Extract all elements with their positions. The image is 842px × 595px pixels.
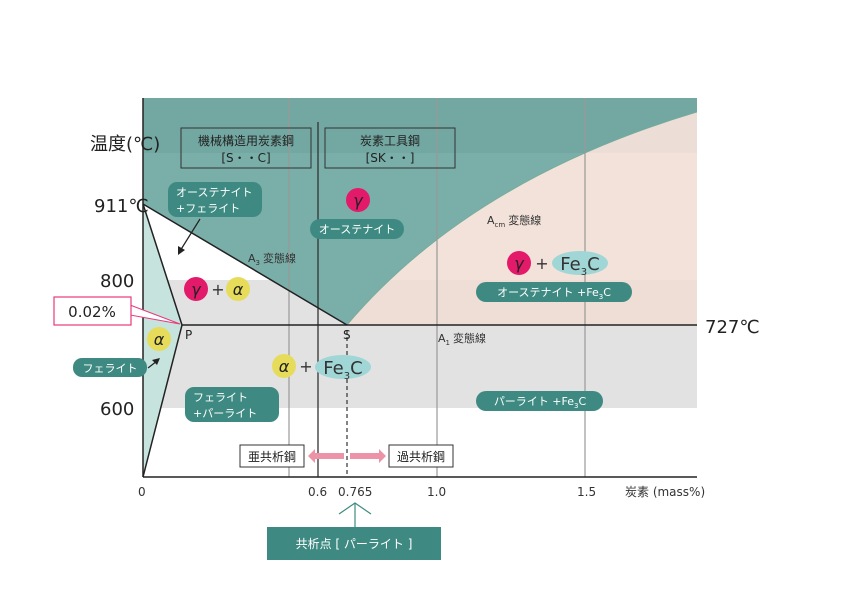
fe3c-symbol: Fe3C	[560, 254, 599, 278]
alpha-badge	[272, 354, 296, 378]
alpha-symbol: α	[154, 330, 165, 349]
callout-text: 0.02%	[68, 303, 116, 321]
austenite-label: オーステナイト	[319, 223, 395, 236]
callout-box	[53, 296, 132, 326]
x-tick-0: 0	[138, 485, 146, 499]
tool-steel-code: [SK・・]	[366, 151, 415, 165]
hypoeutectoid-label: 亜共析鋼	[248, 450, 296, 464]
plus-sign: +	[211, 280, 224, 299]
hypereutectoid-label: 過共析鋼	[397, 450, 445, 464]
gamma-symbol: γ	[191, 280, 202, 299]
temp-727-label: 727℃	[705, 317, 760, 338]
fe3c-symbol: Fe3C	[323, 358, 362, 382]
gamma-symbol: γ	[353, 191, 364, 210]
eutectoid-label: 共析点 [ パーライト ]	[296, 537, 413, 551]
machine-steel-code: [S・・C]	[221, 151, 270, 165]
austenite-ferrite-label: オーステナイト	[176, 186, 252, 199]
gamma-badge	[346, 188, 370, 212]
x-axis-title: 炭素 (mass%)	[625, 485, 705, 499]
alpha-symbol: α	[279, 357, 290, 376]
eutectoid-label-bg	[267, 527, 441, 560]
ferrite-pearlite-label-2: +パーライト	[193, 407, 257, 420]
machine-steel-title: 機械構造用炭素鋼	[198, 133, 294, 148]
alpha-badge	[147, 327, 171, 351]
machine-steel-box	[180, 127, 312, 169]
ferrite-label-bg	[73, 358, 147, 377]
point-s-label: S	[343, 328, 351, 342]
arrow-head-icon	[178, 246, 185, 255]
plus-sign: +	[299, 357, 312, 376]
ferrite-pearlite-label: フェライト	[193, 391, 248, 404]
austenite-ferrite-label-bg	[168, 182, 262, 217]
ferrite-pearlite-label-bg	[185, 387, 279, 422]
pearlite-fe3c-label: パーライト +Fe3C	[494, 395, 587, 410]
acm-line	[346, 111, 698, 326]
y-tick-911: 911℃	[94, 196, 149, 217]
right-arrow-icon	[350, 449, 386, 463]
arrow-line	[179, 218, 201, 252]
hypoeutectoid-box	[239, 444, 305, 468]
plus-sign: +	[535, 254, 548, 273]
y-axis-title: 温度(℃)	[90, 134, 160, 155]
x-tick-1.5: 1.5	[577, 485, 596, 499]
tool-steel-box	[324, 127, 456, 169]
x-tick-1.0: 1.0	[427, 485, 446, 499]
austenite-fe3c-label: オーステナイト +Fe3C	[497, 286, 611, 301]
point-p-label: P	[185, 328, 192, 342]
fe3c-badge	[552, 251, 608, 275]
gamma-badge	[184, 277, 208, 301]
austenite-region	[143, 98, 697, 325]
ferrite-label: フェライト	[83, 362, 138, 375]
x-tick-0.6: 0.6	[308, 485, 327, 499]
fe3c-badge	[315, 355, 371, 379]
alpha-symbol: α	[233, 280, 244, 299]
austenite-fe3c-label-bg	[476, 282, 632, 302]
a3-line	[142, 203, 348, 326]
alpha-badge	[226, 277, 250, 301]
gamma-badge	[507, 251, 531, 275]
x-tick-0.765: 0.765	[338, 485, 372, 499]
arrow-head-icon	[152, 358, 160, 365]
hypereutectoid-box	[388, 444, 454, 468]
austenite-cementite-region	[347, 112, 697, 325]
tool-steel-title: 炭素工具鋼	[360, 134, 420, 148]
austenite-ferrite-label-2: +フェライト	[176, 202, 240, 215]
top-band	[143, 98, 697, 153]
austenite-label-bg	[310, 219, 404, 239]
gamma-symbol: γ	[514, 254, 525, 273]
y-tick-600: 600	[100, 399, 134, 420]
y-tick-800: 800	[100, 271, 134, 292]
left-arrow-icon	[308, 449, 344, 463]
pearlite-fe3c-label-bg	[476, 391, 603, 411]
